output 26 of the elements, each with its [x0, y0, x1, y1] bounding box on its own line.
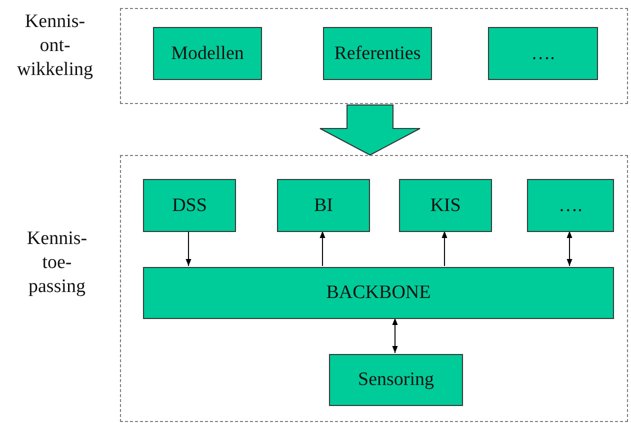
- box-label: DSS: [172, 194, 207, 216]
- box-label: BACKBONE: [326, 282, 431, 304]
- arrow: [392, 318, 398, 354]
- box-label: Sensoring: [358, 369, 434, 391]
- section-heading: Kennis- toe- passing: [26, 227, 88, 298]
- process-box: [143, 267, 614, 319]
- box-label: BI: [314, 194, 333, 216]
- process-box: [323, 27, 432, 80]
- process-box: [329, 354, 463, 406]
- process-box: [153, 27, 262, 80]
- process-box: [399, 179, 492, 232]
- arrow: [566, 230, 572, 266]
- box-label: KIS: [430, 194, 461, 216]
- box-label: ….: [531, 42, 555, 64]
- box-label: Modellen: [171, 42, 244, 64]
- process-box: [143, 179, 236, 232]
- process-box: [277, 179, 370, 232]
- box-label: Referenties: [334, 42, 421, 64]
- block-arrow: [320, 104, 420, 156]
- arrow: [320, 230, 326, 266]
- process-box: [527, 179, 614, 232]
- arrow: [186, 230, 192, 266]
- arrow: [442, 230, 448, 266]
- process-box: [488, 27, 598, 80]
- section-heading: Kennis- ont- wikkeling: [16, 10, 94, 82]
- box-label: ….: [558, 194, 582, 216]
